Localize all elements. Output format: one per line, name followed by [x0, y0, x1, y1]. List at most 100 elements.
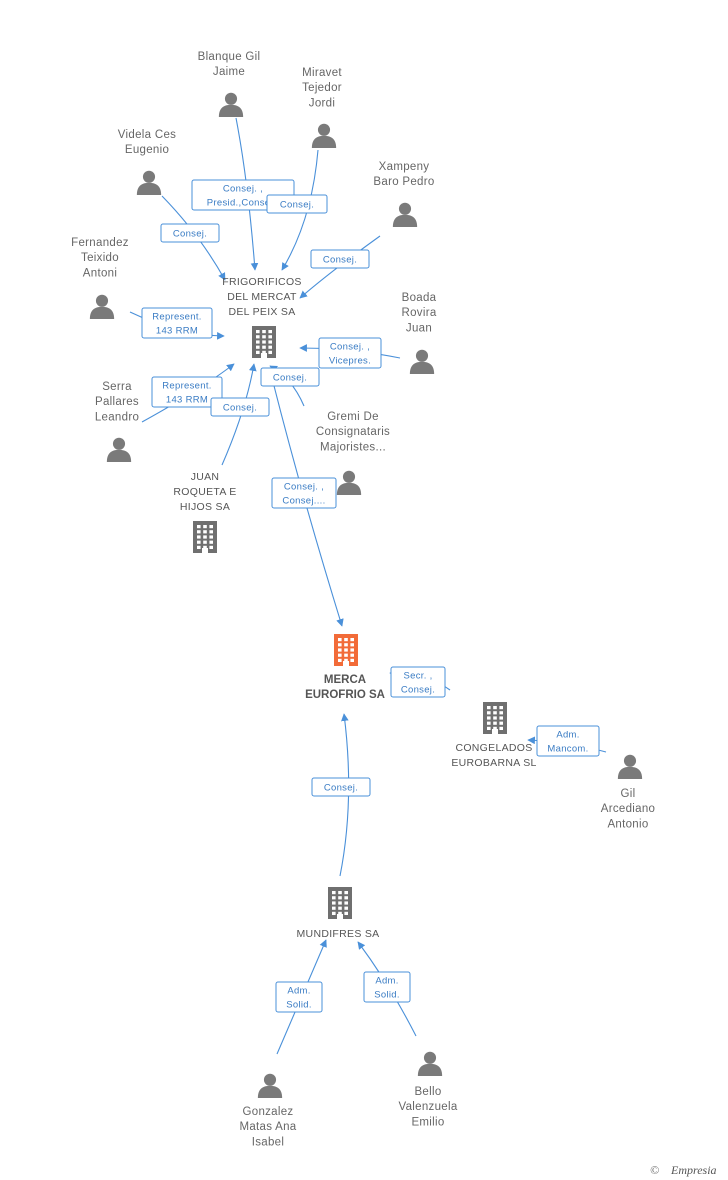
node-name-line: Consignataris [316, 426, 390, 438]
person-icon [336, 470, 362, 495]
copyright-symbol: © [650, 1163, 659, 1177]
footer-brand[interactable]: © Empresia [650, 1163, 717, 1177]
node-name-line: EUROFRIO SA [305, 689, 385, 701]
node-name-line: Serra [102, 381, 132, 393]
edge-label-congelados[interactable]: Secr. ,Consej. [390, 666, 446, 698]
edge-label-text: Consej. , [223, 184, 263, 195]
edge-label-text: Consej. , [330, 342, 370, 353]
edge-label-box [363, 971, 411, 1003]
node-name-line: Gil [621, 788, 636, 800]
node-name-line: Matas Ana [239, 1121, 296, 1133]
node-name-line: Antonio [607, 818, 648, 830]
edge-label-boada[interactable]: Consej. , Vicepres. [318, 337, 382, 369]
node-name-line: Antoni [83, 267, 117, 279]
edge-label-mundifres[interactable]: Consej. [311, 777, 371, 797]
node-name-line: Jordi [309, 97, 335, 109]
edge-label-frigorificos[interactable]: Consej. , Consej.... [271, 477, 337, 509]
edge-label-roqueta[interactable]: Consej. [210, 397, 270, 417]
node-name-line: Blanque Gil [198, 51, 261, 63]
edge-label-xampeny[interactable]: Consej. [310, 249, 370, 269]
edge-label-box [266, 194, 328, 214]
node-name-line: ROQUETA E [173, 486, 236, 498]
node-name-line: Jaime [213, 66, 245, 78]
edge-label-text: Represent. [152, 312, 201, 323]
node-name-line: Juan [406, 322, 432, 334]
person-icon [89, 294, 115, 319]
edge-label-fernandez[interactable]: Represent. 143 RRM [141, 307, 213, 339]
node-name-line: DEL PEIX SA [228, 306, 295, 318]
edge-label-text: 143 RRM [166, 395, 208, 406]
person-icon [218, 92, 244, 117]
main-company-building-icon [334, 634, 358, 666]
node-name-line: HIJOS SA [180, 501, 230, 513]
edge-label-text: Adm. [287, 986, 310, 997]
edge-label-serra[interactable]: Represent.143 RRM [151, 376, 223, 408]
edge-label-text: Consej. [273, 373, 307, 384]
company-building-icon [252, 326, 276, 358]
edge-label-text: Vicepres. [329, 356, 371, 367]
edge-label-gonzalez[interactable]: Adm. Solid. [275, 981, 323, 1013]
node-name-line: Baro Pedro [373, 176, 434, 188]
node-name-line: Miravet [302, 67, 342, 79]
edge-label-box [210, 397, 270, 417]
edge-label-text: Adm. [375, 976, 398, 987]
node-name-line: Eugenio [125, 144, 169, 156]
edge-label-gremi[interactable]: Consej. [260, 367, 320, 387]
node-roqueta[interactable]: JUAN ROQUETA E HIJOS SA [173, 471, 236, 553]
node-name-line: FRIGORIFICOS [222, 276, 301, 288]
node-name-line: JUAN [191, 471, 220, 483]
person-icon [417, 1051, 443, 1076]
edge-label-gil[interactable]: Adm.Mancom. [536, 725, 600, 757]
person-icon [617, 754, 643, 779]
edge-miravet-to-frigorificos [281, 149, 319, 271]
edge-label-videla[interactable]: Consej. [160, 223, 220, 243]
node-name-line: Bello [414, 1086, 441, 1098]
edge-label-text: Consej. [323, 255, 357, 266]
node-name-line: Arcediano [601, 803, 655, 815]
node-name-line: Pallares [95, 396, 139, 408]
edge-label-text: Consej. [324, 783, 358, 794]
edge-label-bello[interactable]: Adm.Solid. [363, 971, 411, 1003]
node-mundifres[interactable]: MUNDIFRES SA [297, 887, 380, 940]
edge-label-box [311, 777, 371, 797]
node-name-line: Valenzuela [398, 1101, 457, 1113]
company-building-icon [193, 521, 217, 553]
edge-label-box [260, 367, 320, 387]
node-name-line: Teixido [81, 252, 119, 264]
company-building-icon [483, 702, 507, 734]
edge-label-text: Consej.... [282, 496, 325, 507]
edge-label-miravet[interactable]: Consej. [266, 194, 328, 214]
edge-label-box [310, 249, 370, 269]
edge-label-text: Consej. [280, 200, 314, 211]
edge-label-box [271, 477, 337, 509]
node-name-line: Tejedor [302, 82, 342, 94]
edge-label-text: 143 RRM [156, 326, 198, 337]
edge-label-text: Secr. , [403, 671, 432, 682]
person-icon [409, 349, 435, 374]
node-name-line: Xampeny [379, 161, 430, 173]
edge-label-box [151, 376, 223, 408]
node-gremi[interactable]: Gremi DeConsignatarisMajoristes... [316, 411, 390, 495]
edge-label-text: Solid. [286, 1000, 312, 1011]
edge-label-box [275, 981, 323, 1013]
node-name-line: MUNDIFRES SA [297, 928, 380, 940]
brand-name: Empresia [670, 1163, 717, 1177]
node-name-line: Videla Ces [118, 129, 176, 141]
node-name-line: Leandro [95, 411, 139, 423]
edge-label-text: Consej. , [284, 482, 324, 493]
